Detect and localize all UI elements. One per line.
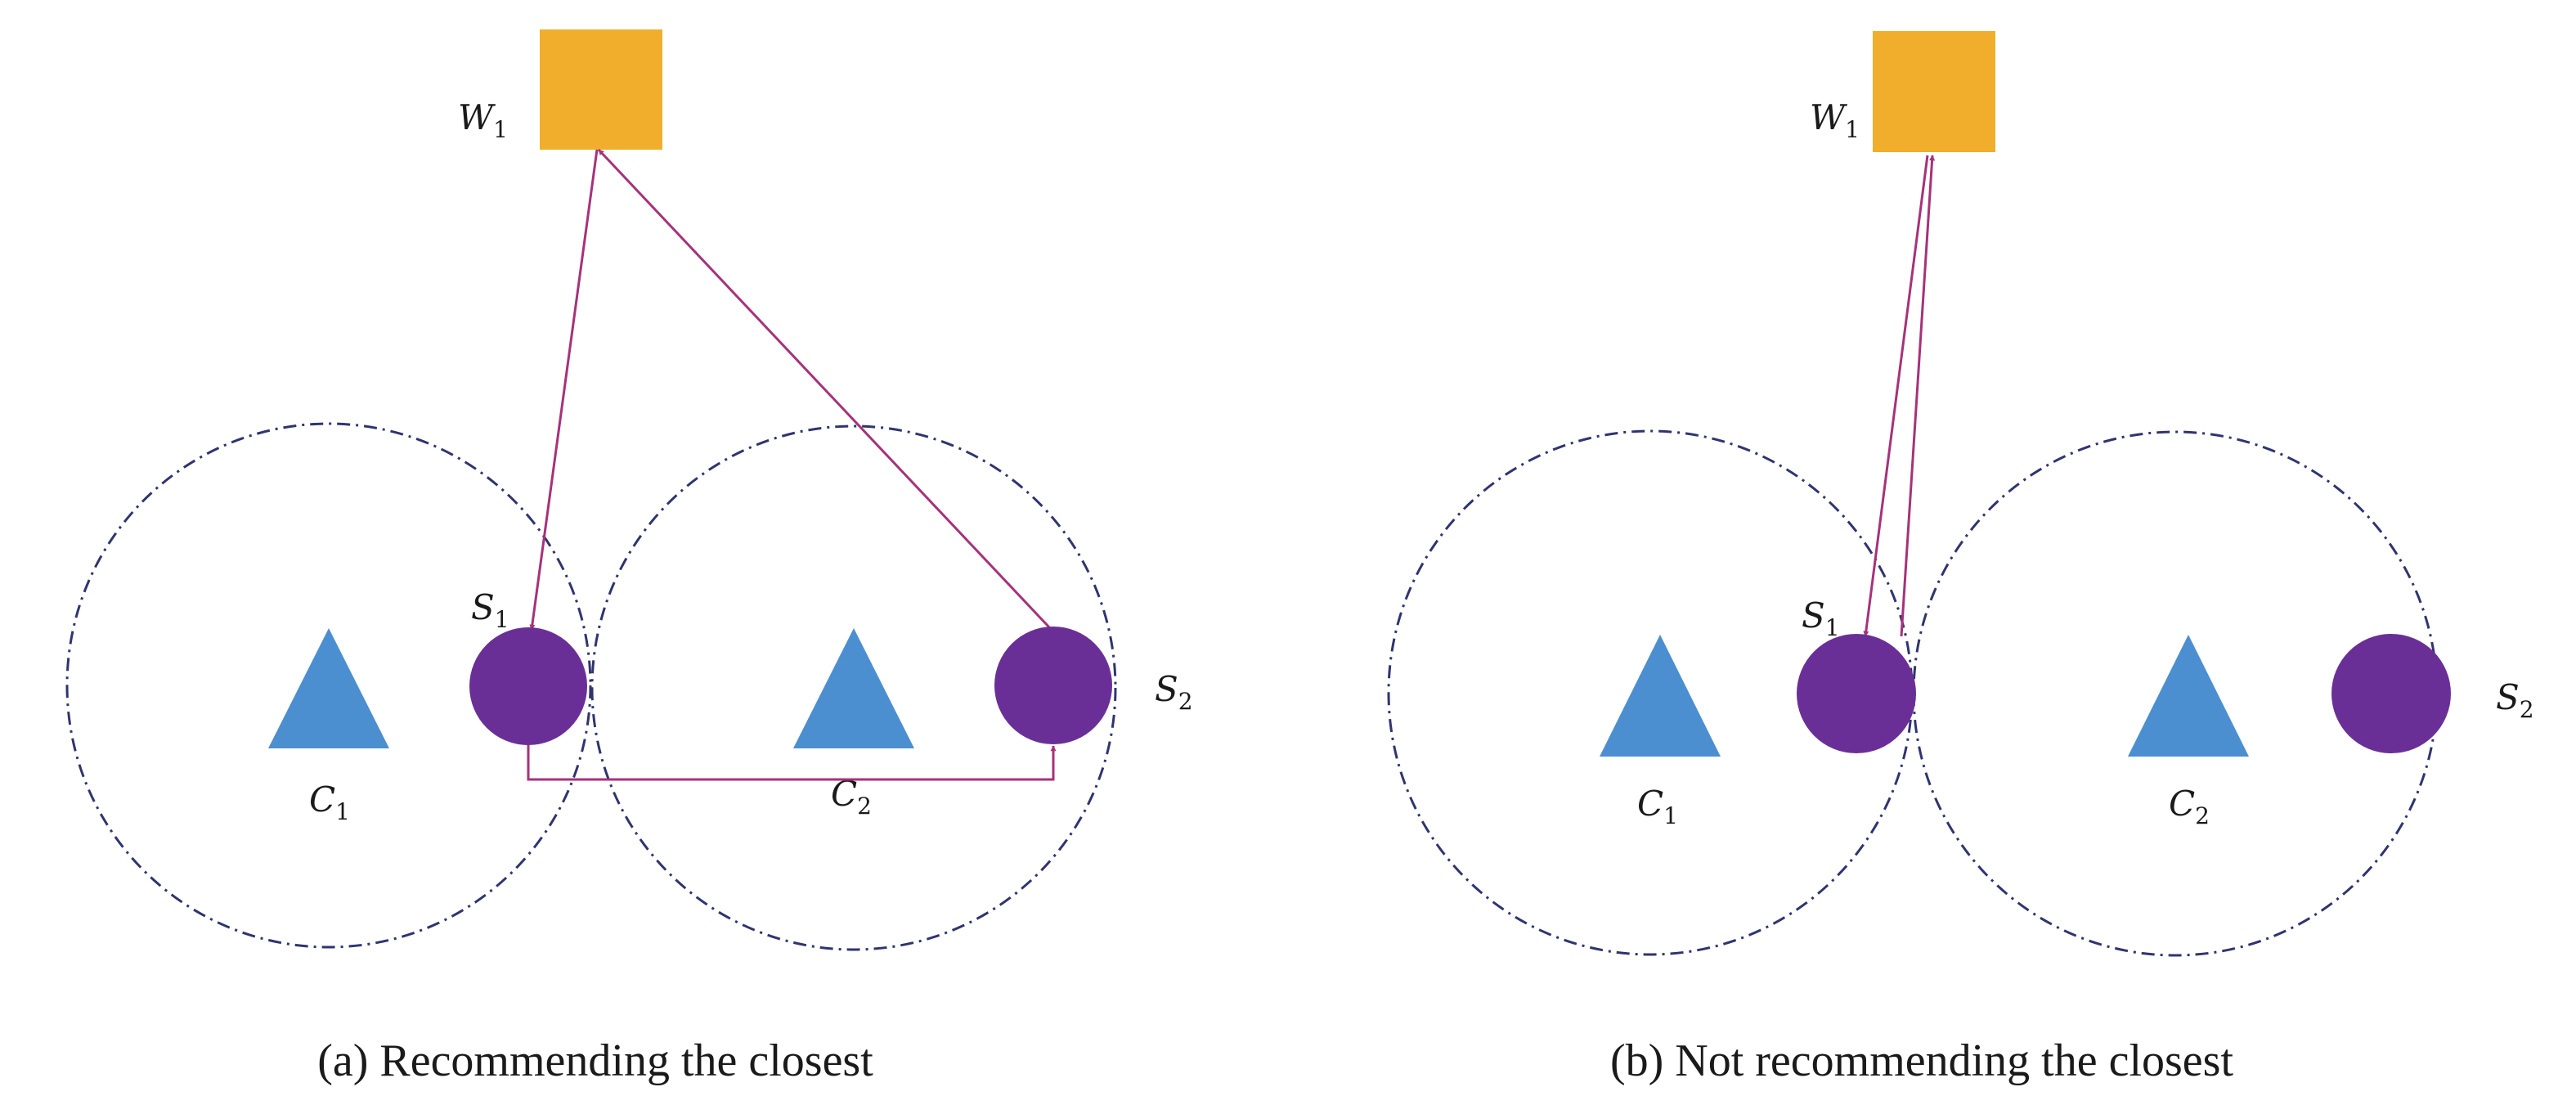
- route-w1-to-s1: [1863, 155, 1929, 637]
- customer-c1-triangle-icon: [1600, 635, 1721, 757]
- station-s2-label: S2: [2496, 677, 2534, 723]
- customer-c2-triangle-icon: [2128, 635, 2249, 757]
- panel-a-caption: (a) Recommending the closest: [317, 1035, 873, 1086]
- route-s1-to-s2: [527, 744, 1057, 781]
- warehouse-square-icon: [540, 29, 662, 150]
- panel-b: W1 C1 C2 S1 S2 (b) Not recommending the …: [1387, 31, 2534, 1086]
- station-s2-circle-icon: [2331, 634, 2451, 753]
- station-s1-label: S1: [471, 587, 509, 633]
- coverage-circle-c2: [590, 424, 1117, 951]
- route-w1-to-s1: [529, 149, 599, 631]
- route-s1-to-w1: [1900, 155, 1936, 637]
- route-s2-to-w1: [597, 148, 1052, 630]
- customer-c2-triangle-icon: [793, 628, 914, 748]
- station-s1-circle-icon: [469, 627, 587, 745]
- warehouse-square-icon: [1873, 31, 1995, 152]
- warehouse-label: W1: [458, 97, 508, 143]
- customer-c2-label: C2: [2169, 784, 2210, 829]
- station-s2-circle-icon: [994, 627, 1112, 744]
- warehouse-label: W1: [1810, 97, 1860, 143]
- coverage-circle-c1: [65, 422, 592, 949]
- station-s1-circle-icon: [1797, 634, 1916, 753]
- panel-a: W1 C1 C2 S1 S2 (a) Recommending the clos…: [65, 29, 1193, 1086]
- station-s2-label: S2: [1155, 669, 1193, 715]
- station-s1-label: S1: [1802, 595, 1840, 641]
- customer-c1-label: C1: [309, 779, 350, 825]
- customer-c1-triangle-icon: [268, 628, 389, 748]
- customer-c1-label: C1: [1637, 784, 1678, 829]
- panel-b-caption: (b) Not recommending the closest: [1610, 1035, 2233, 1086]
